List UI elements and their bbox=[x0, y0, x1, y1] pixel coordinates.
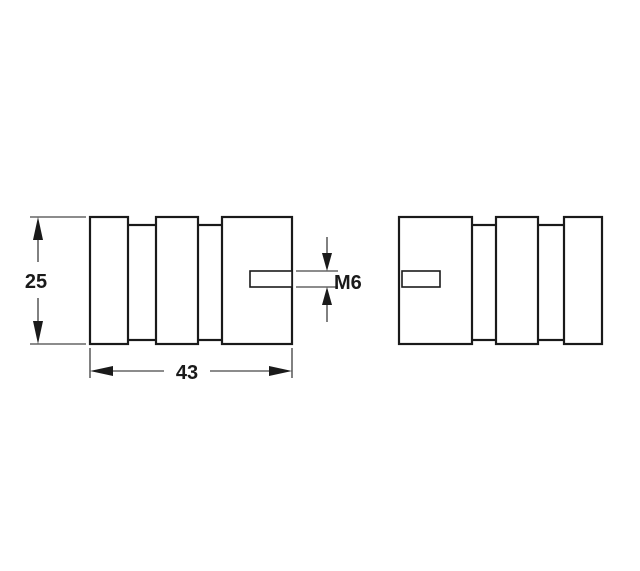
length-dimension: 43 bbox=[89, 348, 293, 384]
collar-segment-3 bbox=[494, 215, 540, 346]
height-label: 25 bbox=[25, 271, 47, 293]
collar-segment-1 bbox=[88, 215, 130, 346]
thread-label: M6 bbox=[334, 272, 362, 294]
neck-segment-4 bbox=[534, 223, 568, 342]
collar-segment-4 bbox=[562, 215, 604, 346]
neck-segment-3 bbox=[468, 223, 500, 342]
length-label: 43 bbox=[176, 362, 198, 384]
height-dimension: 25 bbox=[25, 216, 86, 345]
arrow-left-icon bbox=[90, 366, 113, 376]
thread-hole bbox=[249, 270, 293, 288]
arrow-down-icon bbox=[33, 321, 43, 344]
arrow-down-icon bbox=[322, 253, 332, 271]
knob-view-left bbox=[88, 215, 294, 346]
neck-segment-1 bbox=[124, 223, 160, 342]
thread-dimension: M6 bbox=[296, 237, 362, 322]
collar-segment-2 bbox=[154, 215, 200, 346]
arrow-up-icon bbox=[33, 217, 43, 240]
thread-hole-right bbox=[401, 270, 441, 288]
arrow-right-icon bbox=[269, 366, 292, 376]
knob-view-right bbox=[397, 215, 604, 346]
arrow-up-icon bbox=[322, 287, 332, 305]
